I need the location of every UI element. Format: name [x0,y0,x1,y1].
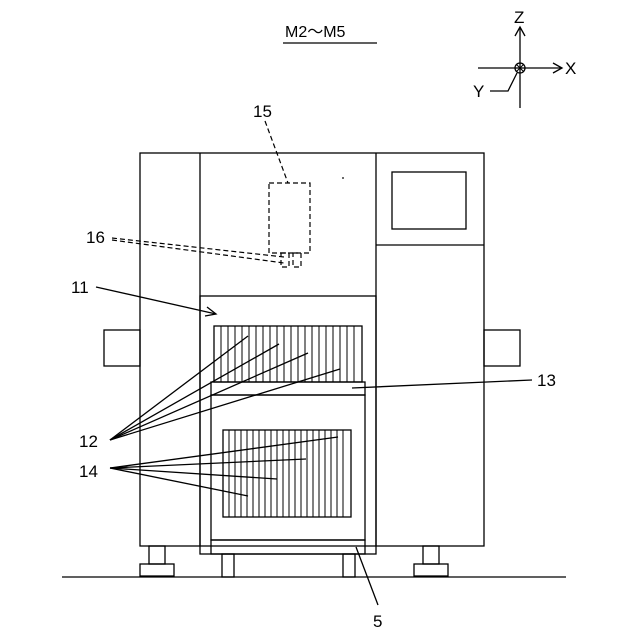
axis-indicator: Z X Y [473,8,576,108]
leader-15 [265,121,288,183]
conveyor-right [484,330,520,366]
foot-center-right [343,554,355,577]
display-screen [392,172,466,229]
feeder-cart [211,395,365,540]
leader-13 [352,380,532,388]
foot-left-base [140,564,174,576]
foot-left-post [149,546,165,564]
leader-16-a [112,238,284,257]
foot-right-base [414,564,448,576]
nozzle-right-dashed [293,253,301,267]
leader-11 [96,287,216,314]
z-axis-label: Z [514,8,524,27]
reel-box [223,430,351,517]
label-16: 16 [86,228,105,247]
x-axis-label: X [565,59,576,78]
reel-bank [223,430,351,517]
y-leader-line [490,73,517,91]
mounting-head-dashed [269,183,310,253]
label-11: 11 [71,278,89,297]
stray-dot [342,177,344,179]
leader-16-b [112,240,284,263]
y-axis-label: Y [473,82,484,101]
label-12: 12 [79,432,98,451]
feeder-area-frame [200,296,376,554]
label-14: 14 [79,462,98,481]
diagram-title: M2〜M5 [285,24,346,41]
reel-slots [229,430,343,517]
cart-top-bar [211,382,365,395]
label-5: 5 [373,612,382,631]
foot-center-left [222,554,234,577]
label-13: 13 [537,371,556,390]
cart-base [211,540,365,554]
leaders-14 [110,437,338,496]
leader-5 [356,547,378,605]
label-15: 15 [253,102,272,121]
upper-feeder-slots [221,326,354,382]
machine-feet [140,546,448,577]
nozzle-left-dashed [281,253,289,267]
foot-right-post [423,546,439,564]
conveyor-left [104,330,140,366]
upper-feeder-bank [214,326,362,382]
